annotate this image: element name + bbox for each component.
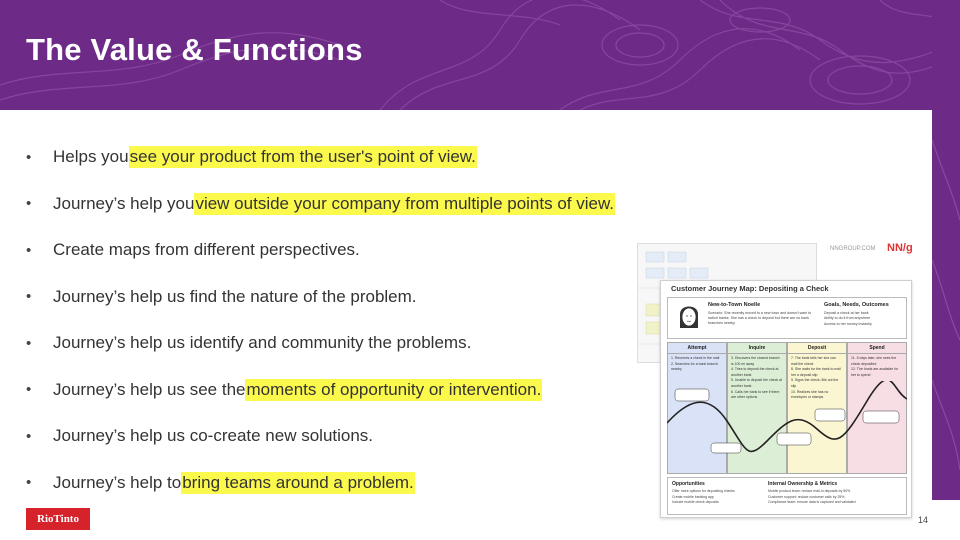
stage-steps: 7. The bank tells her she can mail the c… — [788, 354, 846, 403]
goals-title: Goals, Needs, Outcomes — [824, 302, 889, 308]
bullet-dot: • — [26, 427, 32, 445]
stage-step: 4. Tries to deposit the check at another… — [731, 367, 779, 377]
bullet-dot: • — [26, 241, 32, 259]
stage-name: Attempt — [668, 343, 726, 354]
bullet-text: Journey’s help us identify and community… — [53, 333, 472, 353]
ownership-title: Internal Ownership & Metrics — [768, 481, 838, 487]
ownership-item: Mobile product team: reduce mail-in depo… — [768, 489, 851, 493]
bullet-text: Journey’s help us see the — [53, 379, 246, 399]
persona-name: New-to-Town Noelle — [708, 302, 761, 308]
bullet-text: Create maps from different perspectives. — [53, 240, 360, 260]
stage-step: 12. The funds are available for her to s… — [851, 367, 899, 377]
bullet-highlight: moments of opportunity or intervention. — [245, 378, 543, 401]
opportunities-list: Offer more options for depositing checks… — [672, 489, 762, 506]
bullet-dot: • — [26, 474, 32, 492]
opportunity-item: Create mobile banking app — [672, 494, 714, 499]
opportunities-title: Opportunities — [672, 481, 705, 487]
bullet-highlight: see your product from the user's point o… — [128, 146, 477, 169]
bullet-item: • Journey’s help us see the moments of op… — [26, 367, 666, 414]
stage-step: 7. The bank tells her she can mail the c… — [791, 356, 836, 366]
opportunity-item: Offer more options for depositing checks — [672, 489, 735, 493]
stage-step: 6. Calls her bank to see if there are ot… — [731, 389, 780, 400]
band-contours — [932, 139, 960, 471]
goal-item: Access to her money instantly — [824, 321, 872, 326]
slide-title: The Value & Functions — [26, 32, 363, 67]
journey-map-card: Customer Journey Map: Depositing a Check… — [660, 280, 912, 518]
stage-step: 2. Searches for a bank branch nearby — [671, 361, 718, 372]
stage-step: 5. Unable to deposit the check at anothe… — [731, 378, 782, 388]
stage-attempt: Attempt 1. Receives a check in the mail … — [667, 342, 727, 474]
stage-name: Inquire — [728, 343, 786, 354]
stage-step: 1. Receives a check in the mail — [671, 356, 720, 360]
stage-name: Deposit — [788, 343, 846, 354]
bullet-item: • Journey’s help you view outside your co… — [26, 181, 666, 228]
stage-step: 10. Realizes she has no envelopes or sta… — [791, 389, 829, 400]
persona-box: New-to-Town Noelle Scenario: She recentl… — [667, 297, 907, 339]
goal-item: Ability to do it from anywhere — [824, 316, 871, 321]
journey-map-title: Customer Journey Map: Depositing a Check — [671, 284, 829, 293]
bullet-item: • Helps you see your product from the use… — [26, 134, 666, 181]
nng-logo: NN/g — [887, 242, 913, 254]
bullet-text: Journey’s help to — [53, 472, 182, 492]
bullet-text: Journey’s help us co-create new solution… — [53, 426, 374, 446]
ownership-item: Compliance team: ensure data is captured… — [768, 500, 856, 505]
right-accent-band — [932, 0, 960, 500]
stage-spend: Spend 11. 5 days later, she sees the che… — [847, 342, 907, 474]
stage-step: 9. Signs the check, fills out the slip — [791, 378, 839, 388]
bullet-dot: • — [26, 334, 32, 352]
stage-steps: 3. Discovers the closest branch is 100 m… — [728, 354, 786, 403]
contour-pattern — [0, 0, 960, 110]
ownership-item: Customer support: reduce customer calls … — [768, 494, 845, 499]
opportunity-item: Include mobile check deposits — [672, 500, 719, 505]
bullet-dot: • — [26, 148, 32, 166]
stage-steps: 1. Receives a check in the mail 2. Searc… — [668, 354, 726, 375]
emotion-curve — [667, 381, 907, 454]
bullet-dot: • — [26, 288, 32, 306]
goals-list: Deposit a check at her bank Ability to d… — [824, 311, 906, 327]
bullet-list: • Helps you see your product from the use… — [26, 134, 666, 506]
bullet-item: • Journey’s help us co-create new solutio… — [26, 413, 666, 460]
rio-tinto-logo: RioTinto — [26, 508, 90, 530]
journey-stages: Attempt 1. Receives a check in the mail … — [667, 342, 907, 474]
bullet-highlight: bring teams around a problem. — [181, 471, 415, 494]
bullet-dot: • — [26, 381, 32, 399]
stage-step: 3. Discovers the closest branch is 100 m… — [731, 356, 780, 366]
bullet-highlight: view outside your company from multiple … — [194, 192, 616, 215]
stage-step: 8. She waits for the bank to mail her a … — [791, 367, 841, 377]
persona-scenario: Scenario: She recently moved to a new to… — [708, 311, 812, 326]
bullet-text: Journey’s help us find the nature of the… — [53, 286, 417, 306]
bullet-text: Helps you — [53, 147, 129, 167]
stage-name: Spend — [848, 343, 906, 354]
goal-item: Deposit a check at her bank — [824, 311, 869, 315]
bullet-item: • Create maps from different perspectives… — [26, 227, 666, 274]
persona-face-icon — [680, 306, 698, 328]
ownership-list: Mobile product team: reduce mail-in depo… — [768, 489, 904, 506]
bullet-item: • Journey’s help to bring teams around a … — [26, 460, 666, 507]
stage-step: 11. 5 days later, she sees the check dep… — [851, 356, 897, 366]
bullet-item: • Journey’s help us find the nature of th… — [26, 274, 666, 321]
bullet-dot: • — [26, 195, 32, 213]
opportunities-box: Opportunities Offer more options for dep… — [667, 477, 907, 515]
bullet-item: • Journey’s help us identify and communit… — [26, 320, 666, 367]
page-number: 14 — [918, 515, 929, 525]
nngroup-source: NNGROUP.COM — [830, 246, 876, 252]
header-banner: The Value & Functions — [0, 0, 960, 110]
stage-deposit: Deposit 7. The bank tells her she can ma… — [787, 342, 847, 474]
stage-steps: 11. 5 days later, she sees the check dep… — [848, 354, 906, 380]
bullet-text: Journey’s help you — [53, 193, 195, 213]
